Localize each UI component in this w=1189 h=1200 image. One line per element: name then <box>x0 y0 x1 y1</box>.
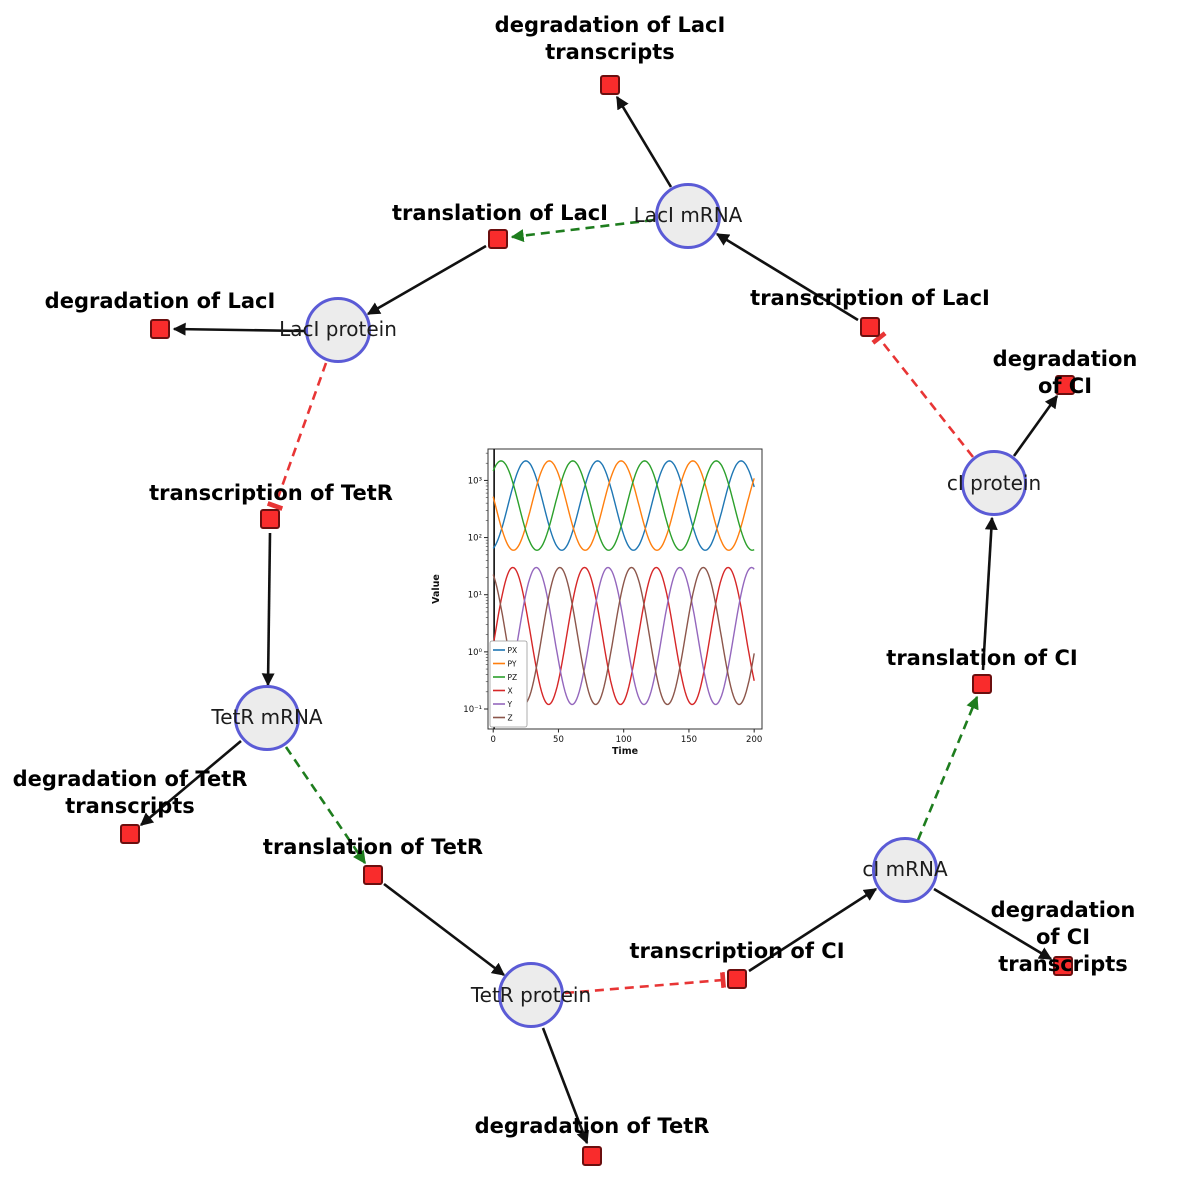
edge-laci-mrna-to-degradation-laci-transcripts <box>615 95 673 188</box>
legend-label-PZ: PZ <box>508 673 518 682</box>
chart-legend-box <box>489 640 528 728</box>
species-node-laci-mrna[interactable] <box>655 183 721 249</box>
edge-ci-protein-inhibits-transcription-laci <box>871 331 975 458</box>
edge-laci-protein-to-degradation-laci <box>172 322 305 336</box>
x-tick-label: 150 <box>681 735 697 745</box>
reaction-label-transcription-laci: transcription of LacI <box>750 286 990 310</box>
reaction-node-translation-ci[interactable] <box>972 674 992 694</box>
chart-axes-box <box>487 448 763 730</box>
species-label-tetr-mrna: TetR mRNA <box>211 705 323 729</box>
x-tick-label: 0 <box>491 735 496 745</box>
reaction-label-degradation-laci: degradation of LacI <box>44 289 276 313</box>
edge-tetr-mrna-to-translation-tetr-modifier <box>284 746 367 865</box>
y-tick-label: 10² <box>468 534 482 544</box>
species-node-ci-protein[interactable] <box>961 450 1027 516</box>
edge-ci-protein-to-degradation-ci <box>1012 394 1059 457</box>
reaction-node-degradation-laci[interactable] <box>150 319 170 339</box>
reaction-node-translation-laci[interactable] <box>488 229 508 249</box>
reaction-node-degradation-tetr[interactable] <box>582 1146 602 1166</box>
reaction-node-degradation-tetr-transcripts[interactable] <box>120 824 140 844</box>
y-tick-label: 10⁻¹ <box>463 705 482 715</box>
chart-series-PY <box>492 460 755 551</box>
legend-label-PY: PY <box>508 659 517 668</box>
edge-ci-mrna-to-translation-ci-modifier <box>916 695 979 841</box>
reaction-label-degradation-ci: degradation of CI <box>992 347 1138 398</box>
edge-transcription-ci-to-ci-mrna <box>748 887 878 973</box>
species-label-ci-mrna: cI mRNA <box>862 857 948 881</box>
reaction-node-degradation-laci-transcripts[interactable] <box>600 75 620 95</box>
edge-tetr-mrna-to-degradation-tetr-transcripts <box>140 740 242 826</box>
legend-label-X: X <box>508 686 513 695</box>
x-axis-label: Time <box>612 746 638 757</box>
reaction-label-degradation-ci-transcripts: degradation of CI transcripts <box>990 898 1136 976</box>
reaction-node-transcription-tetr[interactable] <box>260 509 280 529</box>
species-label-laci-protein: LacI protein <box>279 317 397 341</box>
reaction-node-degradation-ci-transcripts[interactable] <box>1053 956 1073 976</box>
y-tick-label: 10¹ <box>468 591 482 601</box>
legend-label-Y: Y <box>507 700 513 709</box>
chart-series-PZ <box>492 460 755 551</box>
legend-label-PX: PX <box>508 646 518 655</box>
edge-transcription-laci-to-laci-mrna <box>715 232 859 322</box>
x-tick-label: 50 <box>553 735 564 745</box>
reaction-label-translation-ci: translation of CI <box>886 646 1078 670</box>
species-node-tetr-protein[interactable] <box>498 962 564 1028</box>
species-node-ci-mrna[interactable] <box>872 837 938 903</box>
edge-laci-mrna-to-translation-laci-modifier <box>510 218 655 243</box>
chart-series-Z <box>492 566 755 706</box>
chart-series-X <box>492 566 755 706</box>
reaction-label-degradation-tetr-transcripts: degradation of TetR transcripts <box>12 767 248 818</box>
edge-translation-tetr-to-tetr-protein <box>383 882 506 977</box>
edge-translation-ci-to-ci-protein <box>981 516 998 671</box>
edge-tetr-protein-inhibits-transcription-ci <box>564 972 726 995</box>
reaction-node-degradation-ci[interactable] <box>1055 375 1075 395</box>
edge-ci-mrna-to-degradation-ci-transcripts <box>933 887 1053 961</box>
chart-series-PX <box>492 460 755 551</box>
chart-series-Y <box>492 566 755 706</box>
species-node-laci-protein[interactable] <box>305 297 371 363</box>
species-label-tetr-protein: TetR protein <box>470 983 592 1007</box>
edge-laci-protein-inhibits-transcription-tetr <box>266 362 328 511</box>
x-tick-label: 100 <box>616 735 632 745</box>
reaction-label-degradation-laci-transcripts: degradation of LacI transcripts <box>494 13 726 64</box>
chart-plot-area <box>488 449 762 729</box>
species-label-ci-protein: cI protein <box>946 471 1042 495</box>
reaction-node-translation-tetr[interactable] <box>363 865 383 885</box>
legend-label-Z: Z <box>508 713 513 722</box>
y-tick-label: 10³ <box>468 476 482 486</box>
y-tick-label: 10⁰ <box>468 648 483 658</box>
reaction-label-translation-laci: translation of LacI <box>392 201 608 225</box>
reaction-label-transcription-tetr: transcription of TetR <box>149 481 393 505</box>
edge-translation-laci-to-laci-protein <box>366 244 487 316</box>
edge-tetr-protein-to-degradation-tetr <box>541 1027 589 1145</box>
species-label-laci-mrna: LacI mRNA <box>633 203 743 227</box>
reaction-label-degradation-tetr: degradation of TetR <box>474 1114 710 1138</box>
species-node-tetr-mrna[interactable] <box>234 685 300 751</box>
reaction-label-transcription-ci: transcription of CI <box>629 939 845 963</box>
x-tick-label: 200 <box>746 735 762 745</box>
reaction-node-transcription-laci[interactable] <box>860 317 880 337</box>
edge-transcription-tetr-to-tetr-mrna <box>261 532 275 687</box>
reaction-node-transcription-ci[interactable] <box>727 969 747 989</box>
y-axis-label: Value <box>431 574 442 604</box>
reaction-label-translation-tetr: translation of TetR <box>262 835 484 859</box>
